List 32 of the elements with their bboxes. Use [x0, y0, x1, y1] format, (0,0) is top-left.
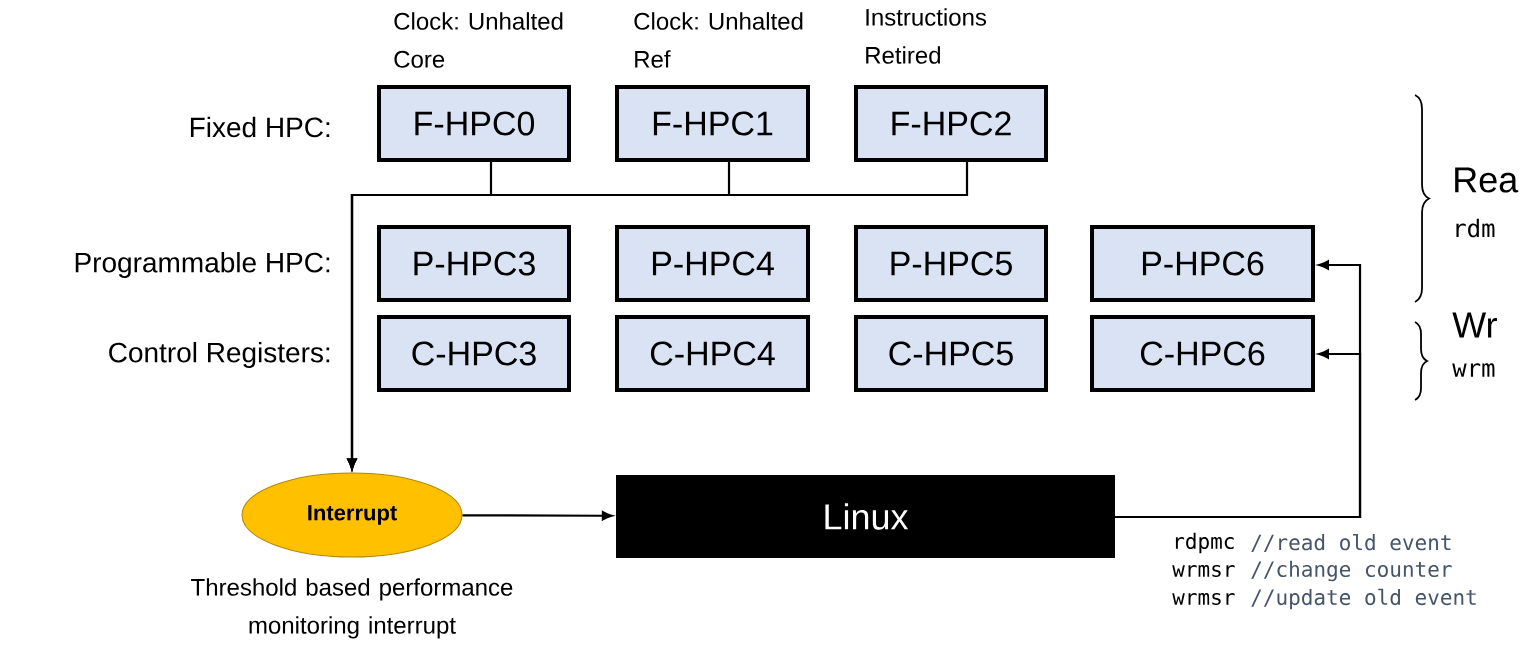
- register-box: P-HPC4: [615, 225, 810, 302]
- annotation: Clock: Unhalted Ref: [634, 12, 803, 68]
- brace-label: Rea: [1455, 167, 1519, 193]
- register-box: C-HPC3: [377, 315, 571, 392]
- instruction-label: wrm: [1452, 363, 1495, 377]
- code-text: wrmsr: [1172, 593, 1235, 606]
- row-label: Programmable HPC:: [75, 251, 330, 279]
- arrow: [1115, 349, 1362, 519]
- os-box: Linux: [616, 475, 1115, 558]
- instruction-label: rdm: [1456, 218, 1495, 238]
- register-box: F-HPC1: [615, 85, 810, 162]
- annotation: Threshold based performance monitoring interrupt: [191, 578, 513, 639]
- brace-label: Wr: [1452, 312, 1497, 338]
- register-box: P-HPC6: [1090, 225, 1315, 302]
- register-box: C-HPC5: [854, 315, 1048, 392]
- row-label: Fixed HPC:: [190, 116, 330, 138]
- code-comment: //change counter: [1251, 560, 1452, 582]
- code-comment: //read old event: [1251, 534, 1451, 552]
- register-box: F-HPC0: [377, 85, 571, 162]
- arrow: [462, 511, 613, 521]
- code-comment: //update old event: [1251, 588, 1476, 610]
- register-box: F-HPC2: [854, 85, 1048, 162]
- code-text: wrmsr: [1172, 565, 1235, 578]
- row-label: Control Registers:: [109, 341, 330, 369]
- register-box: C-HPC4: [615, 315, 810, 392]
- code-text: rdpmc: [1175, 532, 1234, 554]
- annotation: Instructions Retired: [866, 8, 987, 64]
- register-box: P-HPC3: [377, 225, 571, 302]
- arrow: [347, 162, 969, 470]
- annotation: Clock: Unhalted Core: [394, 12, 563, 68]
- register-box: C-HPC6: [1090, 315, 1315, 392]
- register-box: P-HPC5: [854, 225, 1048, 302]
